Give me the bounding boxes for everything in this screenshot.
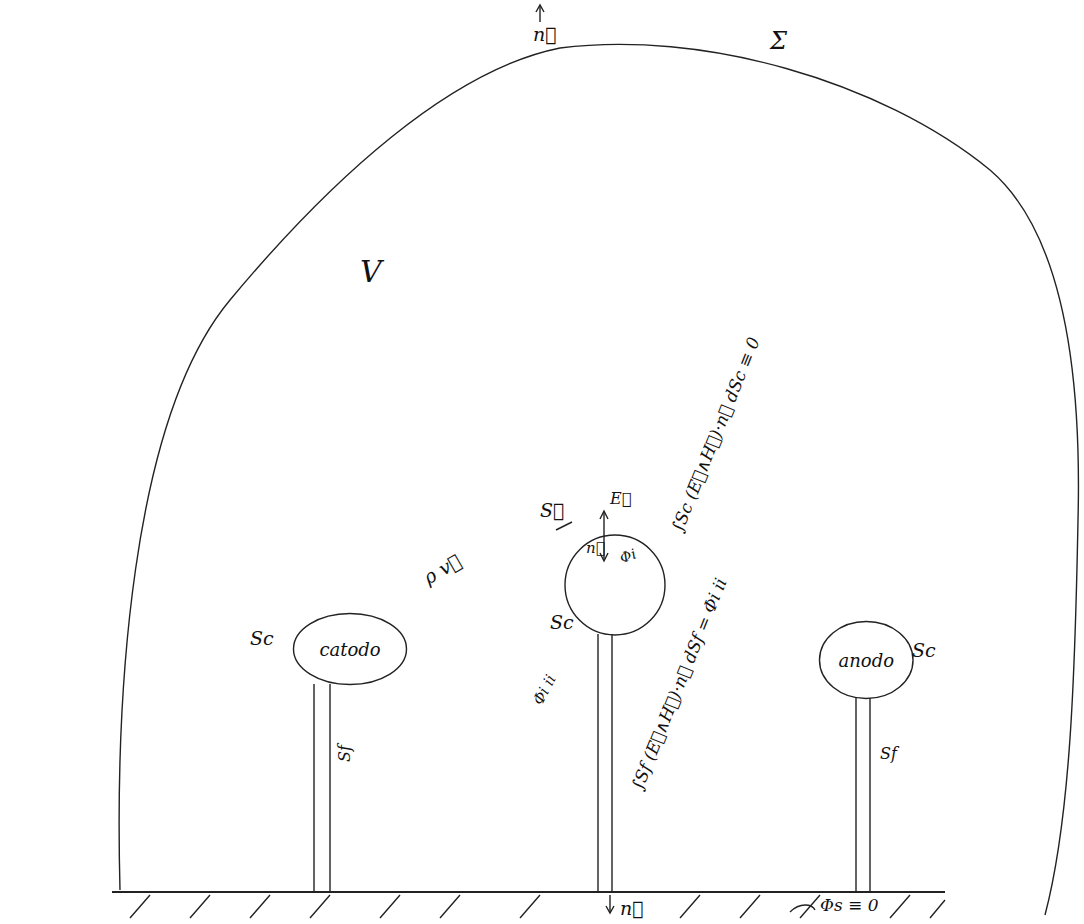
stalk [313, 684, 314, 892]
power-term: Φi ii [530, 672, 559, 708]
surface-name: Σ [770, 28, 787, 54]
current-density: ρ v⃗ [420, 550, 465, 588]
electrode-ellipse: catodo [292, 612, 408, 686]
electrode-name: catodo [319, 639, 380, 660]
arrowhead [600, 511, 608, 519]
vector-symbol: E⃗ [610, 490, 631, 508]
vector-symbol: n⃗ [533, 24, 557, 45]
vector-symbol: n⃗ [586, 540, 605, 557]
surface-name: Sf [880, 745, 897, 763]
flux-equation: ∫Sc (E⃗∧H⃗)·n⃗ dSc ≡ 0 [668, 335, 763, 535]
stalk [597, 634, 598, 892]
electrode-name: anodo [838, 650, 894, 671]
flux-equation: ∫Sf (E⃗∧H⃗)·n⃗ dSf = Φi ii [628, 576, 730, 794]
vector-symbol: S⃗ [540, 500, 564, 521]
normal-arrow [539, 6, 540, 22]
flux-condition: Φs ≡ 0 [820, 896, 879, 915]
ground-hatch [130, 895, 945, 918]
stalk [329, 684, 330, 892]
surface-name: Sf [336, 745, 354, 762]
electrode-ellipse: anodo [818, 620, 915, 700]
potential-symbol: Φi [618, 547, 638, 567]
stalk [869, 698, 870, 892]
flux-curl [790, 905, 815, 912]
stalk [855, 698, 856, 892]
normal-arrow [609, 895, 610, 912]
arrowhead [606, 906, 614, 913]
conductor-circle [565, 535, 665, 635]
ground-line [112, 891, 945, 893]
vector-symbol: n⃗ [620, 898, 644, 919]
stalk [611, 634, 612, 892]
volume-name: V [360, 255, 382, 288]
surface-name: Sc [912, 640, 936, 661]
boundary-surface [119, 44, 1078, 915]
arrowhead [536, 5, 544, 12]
surface-name: Sc [250, 628, 274, 649]
poynting-arrow [556, 522, 572, 530]
surface-name: Sc [550, 612, 574, 633]
